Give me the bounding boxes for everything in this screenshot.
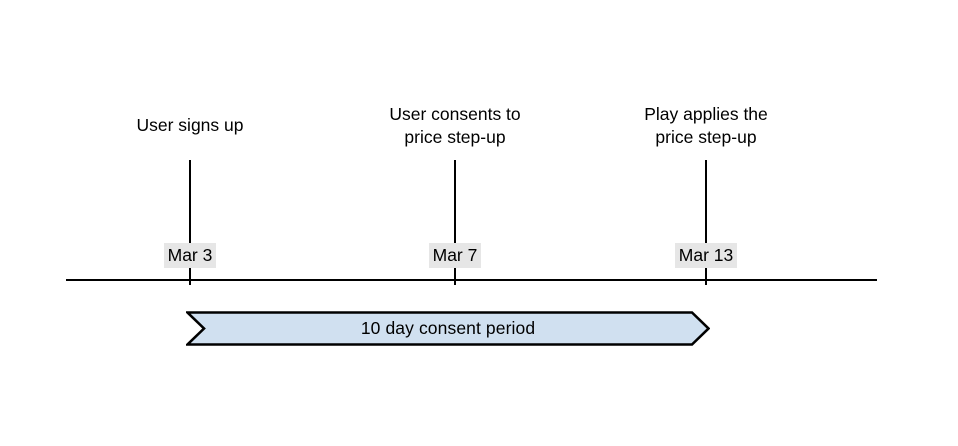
milestone-date-badge: Mar 13 — [674, 243, 738, 268]
milestone-stem — [454, 160, 456, 285]
milestone-date-badge: Mar 3 — [163, 243, 217, 268]
milestone-caption: User consents to price step-up — [389, 104, 521, 147]
milestone-caption: User signs up — [136, 115, 244, 135]
consent-period-chevron-shape — [186, 311, 710, 346]
milestone-date-badge: Mar 7 — [428, 243, 482, 268]
milestone-date-container: Mar 7 — [335, 243, 575, 268]
milestone-stem — [189, 160, 191, 285]
milestone-date-container: Mar 13 — [586, 243, 826, 268]
milestone-caption: Play applies the price step-up — [644, 104, 768, 147]
consent-period-banner: 10 day consent period — [186, 311, 710, 346]
milestone-date-container: Mar 3 — [70, 243, 310, 268]
timeline-axis — [66, 279, 877, 281]
consent-period-label: 10 day consent period — [360, 318, 536, 338]
milestone-stem — [705, 160, 707, 285]
